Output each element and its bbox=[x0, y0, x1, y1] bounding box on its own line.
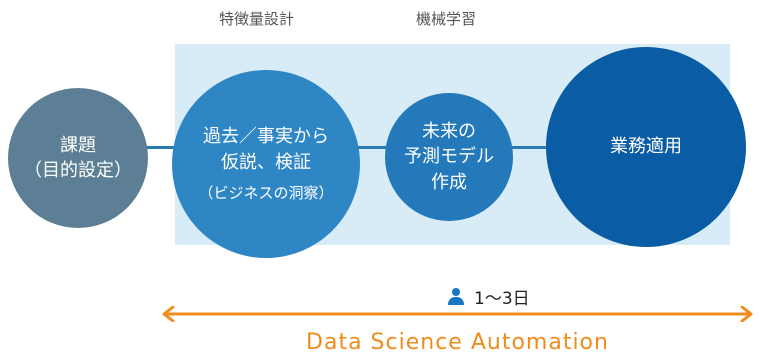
double-arrow-icon bbox=[162, 306, 753, 322]
phase-label-feature-engineering: 特徴量設計 bbox=[219, 10, 295, 28]
connector-feature-ml bbox=[358, 146, 388, 149]
node-feature-engineering: 過去／事実から 仮説、検証 （ビジネスの洞察） bbox=[172, 70, 360, 258]
node-feature-line2: 仮説、検証 bbox=[221, 151, 311, 173]
node-ml-line3: 作成 bbox=[431, 171, 467, 193]
connector-ml-ops bbox=[511, 146, 549, 149]
node-kadai-title: 課題 bbox=[60, 134, 96, 156]
node-machine-learning: 未来の 予測モデル 作成 bbox=[385, 93, 513, 221]
node-kadai: 課題 （目的設定） bbox=[8, 88, 148, 228]
connector-kadai-feature bbox=[145, 146, 175, 149]
node-business-application: 業務適用 bbox=[546, 47, 746, 247]
node-kadai-subtitle: （目的設定） bbox=[24, 160, 132, 181]
node-ml-line2: 予測モデル bbox=[404, 146, 494, 168]
node-feature-line1: 過去／事実から bbox=[203, 126, 329, 148]
automation-label: Data Science Automation bbox=[306, 330, 609, 355]
node-feature-line3: （ビジネスの洞察） bbox=[198, 183, 334, 202]
duration-label: 1〜3日 bbox=[474, 289, 530, 309]
duration-indicator: 1〜3日 bbox=[448, 284, 530, 309]
person-icon bbox=[448, 287, 464, 306]
node-ml-line1: 未来の bbox=[422, 121, 476, 143]
phase-label-machine-learning: 機械学習 bbox=[416, 10, 477, 28]
node-ops-label: 業務適用 bbox=[610, 136, 682, 158]
